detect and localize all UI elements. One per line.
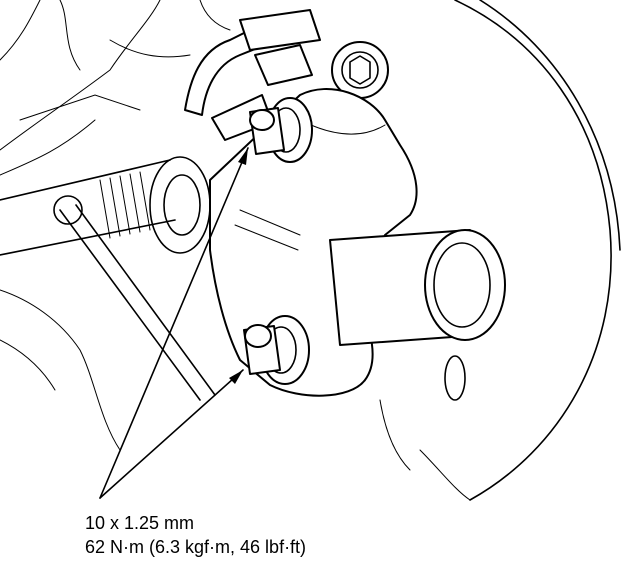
caliper-body <box>209 88 506 397</box>
lower-mounting-bolt <box>243 315 310 385</box>
brake-disc <box>379 0 621 501</box>
drive-shaft <box>0 156 211 256</box>
callout-leaders <box>99 147 249 499</box>
background-suspension-linework <box>0 0 231 451</box>
upper-mounting-bolt <box>249 97 313 163</box>
tie-rod <box>53 195 216 401</box>
shaft-boot <box>149 156 211 254</box>
arrowhead-upper-bolt <box>238 148 248 165</box>
disc-hole <box>444 355 466 401</box>
bolt-size-label: 10 x 1.25 mm <box>85 513 195 533</box>
torque-spec-label: 62 N·m (6.3 kgf·m, 46 lbf·ft) <box>85 537 307 557</box>
arrowhead-lower-bolt <box>229 370 243 384</box>
brake-hose <box>184 9 321 141</box>
caliper-piston-bore <box>424 229 506 341</box>
bracket-bolt <box>331 41 389 99</box>
